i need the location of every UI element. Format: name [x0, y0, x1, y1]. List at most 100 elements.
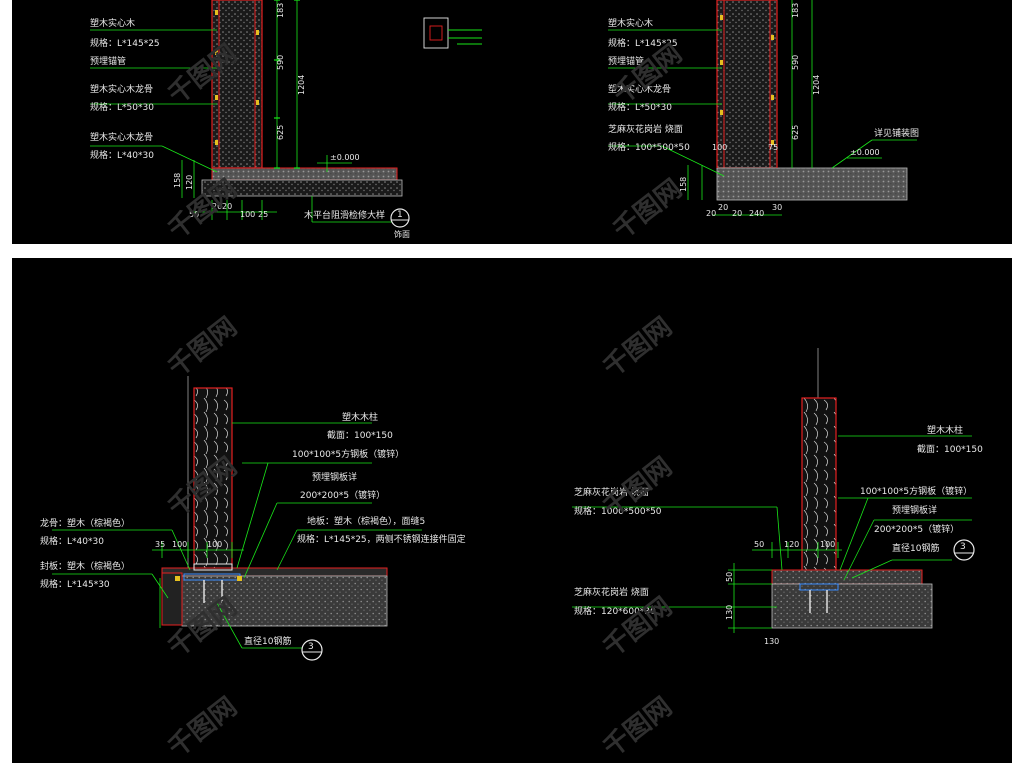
br-dim-4: 50 [725, 572, 734, 582]
stone-layer-1 [771, 569, 923, 585]
bl-plate: 100*100*5方钢板（镀锌） [292, 448, 404, 460]
tr-label-7: 规格：100*500*50 [608, 141, 690, 153]
br-embed: 预埋钢板详 [892, 504, 937, 516]
embed-plate [799, 583, 839, 591]
br-stone1: 芝麻灰花岗岩 烧面 [574, 486, 649, 498]
base-slab [201, 179, 403, 197]
steel-plate [193, 563, 233, 571]
bl-callout [301, 639, 323, 661]
bl-bar: 直径10钢筋 [244, 635, 291, 647]
br-dim-6: 130 [764, 637, 779, 646]
tr-level: ±0.000 [850, 148, 880, 157]
top-drawing-panel: 塑木实心木 规格：L*145*25 预埋锚管 塑木实心木龙骨 规格：L*50*3… [12, 0, 1012, 244]
bl-embed-spec: 200*200*5（镀锌） [300, 489, 385, 501]
svg-text:千图网: 千图网 [163, 312, 243, 384]
tr-label-3: 预埋锚管 [608, 55, 644, 67]
tl-dim-v5: 158 [173, 173, 182, 188]
wall-section [716, 0, 778, 169]
stone-layer-2 [771, 583, 933, 629]
bl-joist-spec: 规格：L*40*30 [40, 535, 104, 547]
stone-base [716, 167, 908, 201]
tl-dim-v3: 1204 [297, 75, 306, 95]
br-plate: 100*100*5方钢板（镀锌） [860, 485, 972, 497]
tl-label-6: 塑木实心木龙骨 [90, 131, 153, 143]
br-bar: 直径10钢筋 [892, 542, 939, 554]
bl-fascia: 封板：塑木（棕褐色） [40, 560, 130, 572]
tr-dim-v1: 183 [791, 3, 800, 18]
tl-callout-number: 1 [397, 210, 403, 220]
svg-text:千图网: 千图网 [608, 174, 688, 244]
tl-label-2: 规格：L*145*25 [90, 37, 160, 49]
tl-dim-v6: 120 [185, 175, 194, 190]
tr-dim-v3: 1204 [812, 75, 821, 95]
tl-callout [390, 208, 410, 228]
detail-top-left: 塑木实心木 规格：L*145*25 预埋锚管 塑木实心木龙骨 规格：L*50*3… [90, 0, 410, 239]
svg-text:千图网: 千图网 [163, 692, 243, 763]
br-stone1-spec: 规格：1000*500*50 [574, 505, 662, 517]
br-stone2-spec: 规格：120*600*30 [574, 605, 656, 617]
detail-bottom-right: 塑木木柱 截面：100*150 100*100*5方钢板（镀锌） 预埋钢板详 2… [572, 348, 983, 646]
tr-dim-h2: 75 [768, 143, 778, 152]
detail-top-right: 塑木实心木 规格：L*145*25 预埋锚管 塑木实心木龙骨 规格：L*50*3… [608, 0, 919, 218]
tr-dim-h7: 30 [772, 203, 782, 212]
br-callout [953, 539, 975, 561]
tl-label-1: 塑木实心木 [90, 17, 135, 29]
tl-label-5: 规格：L*50*30 [90, 101, 154, 113]
tr-dim-h5: 20 [732, 209, 742, 218]
bl-embed: 预埋钢板详 [312, 471, 357, 483]
tr-dim-h6: 240 [749, 209, 764, 218]
tl-dim-h1: 50 [189, 210, 199, 219]
wood-post [193, 387, 233, 571]
tl-dim-v2: 590 [276, 55, 285, 70]
tl-title: 木平台阻滑检修大样 [304, 209, 385, 221]
br-stone2: 芝麻灰花岗岩 烧面 [574, 586, 649, 598]
tl-label-7: 规格：L*40*30 [90, 149, 154, 161]
detail-bottom-left: 塑木木柱 截面：100*150 100*100*5方钢板（镀锌） 预埋钢板详 2… [40, 376, 466, 661]
deck-board [161, 567, 388, 577]
tl-level: ±0.000 [330, 153, 360, 162]
tl-dim-h5: 25 [258, 210, 268, 219]
bl-fascia-spec: 规格：L*145*30 [40, 578, 110, 590]
tr-dim-h3: 20 [706, 209, 716, 218]
br-post-section: 截面：100*150 [917, 443, 983, 455]
svg-text:千图网: 千图网 [598, 312, 678, 384]
tr-dim-v4: 625 [791, 125, 800, 140]
tl-dim-v4: 625 [276, 125, 285, 140]
br-post: 塑木木柱 [927, 424, 963, 436]
bl-dim-1: 35 [155, 540, 165, 549]
tr-dim-v5: 158 [679, 177, 688, 192]
bl-deck-spec: 规格：L*145*25，两侧不锈钢连接件固定 [297, 533, 466, 545]
tl-label-3: 预埋锚管 [90, 55, 126, 67]
concrete-base [181, 575, 388, 627]
br-embed-spec: 200*200*5（镀锌） [874, 523, 959, 535]
bl-deck: 地板：塑木（棕褐色），面缝5 [307, 515, 425, 527]
wall-section [211, 0, 263, 169]
bl-dim-3: 100 [207, 540, 222, 549]
svg-text:千图网: 千图网 [598, 692, 678, 763]
deck-layer [211, 167, 398, 181]
svg-text:千图网: 千图网 [598, 592, 678, 664]
br-callout-number: 3 [960, 542, 966, 552]
tr-dim-h1: 100 [712, 143, 727, 152]
tr-label-2: 规格：L*145*25 [608, 37, 678, 49]
fascia-board [161, 572, 183, 626]
br-dim-5: 130 [725, 605, 734, 620]
wood-post [801, 397, 837, 579]
small-anchor-detail [423, 17, 482, 49]
tr-label-1: 塑木实心木 [608, 17, 653, 29]
tl-dim-h4: 100 [240, 210, 255, 219]
br-dim-2: 120 [784, 540, 799, 549]
tr-dim-h4: 20 [718, 203, 728, 212]
svg-text:千图网: 千图网 [608, 39, 688, 111]
bl-callout-number: 3 [308, 642, 314, 652]
br-dim-3: 100 [820, 540, 835, 549]
tr-dim-v2: 590 [791, 55, 800, 70]
br-dim-1: 50 [754, 540, 764, 549]
tl-dim-h3: 20 [222, 202, 232, 211]
tr-right-label: 详见铺装图 [874, 127, 919, 139]
tr-label-5: 规格：L*50*30 [608, 101, 672, 113]
bottom-drawing-panel: 塑木木柱 截面：100*150 100*100*5方钢板（镀锌） 预埋钢板详 2… [12, 258, 1012, 763]
tl-dim-v1: 183 [276, 3, 285, 18]
tl-dim-h2: 20 [212, 202, 222, 211]
tr-label-6: 芝麻灰花岗岩 烧面 [608, 123, 683, 135]
